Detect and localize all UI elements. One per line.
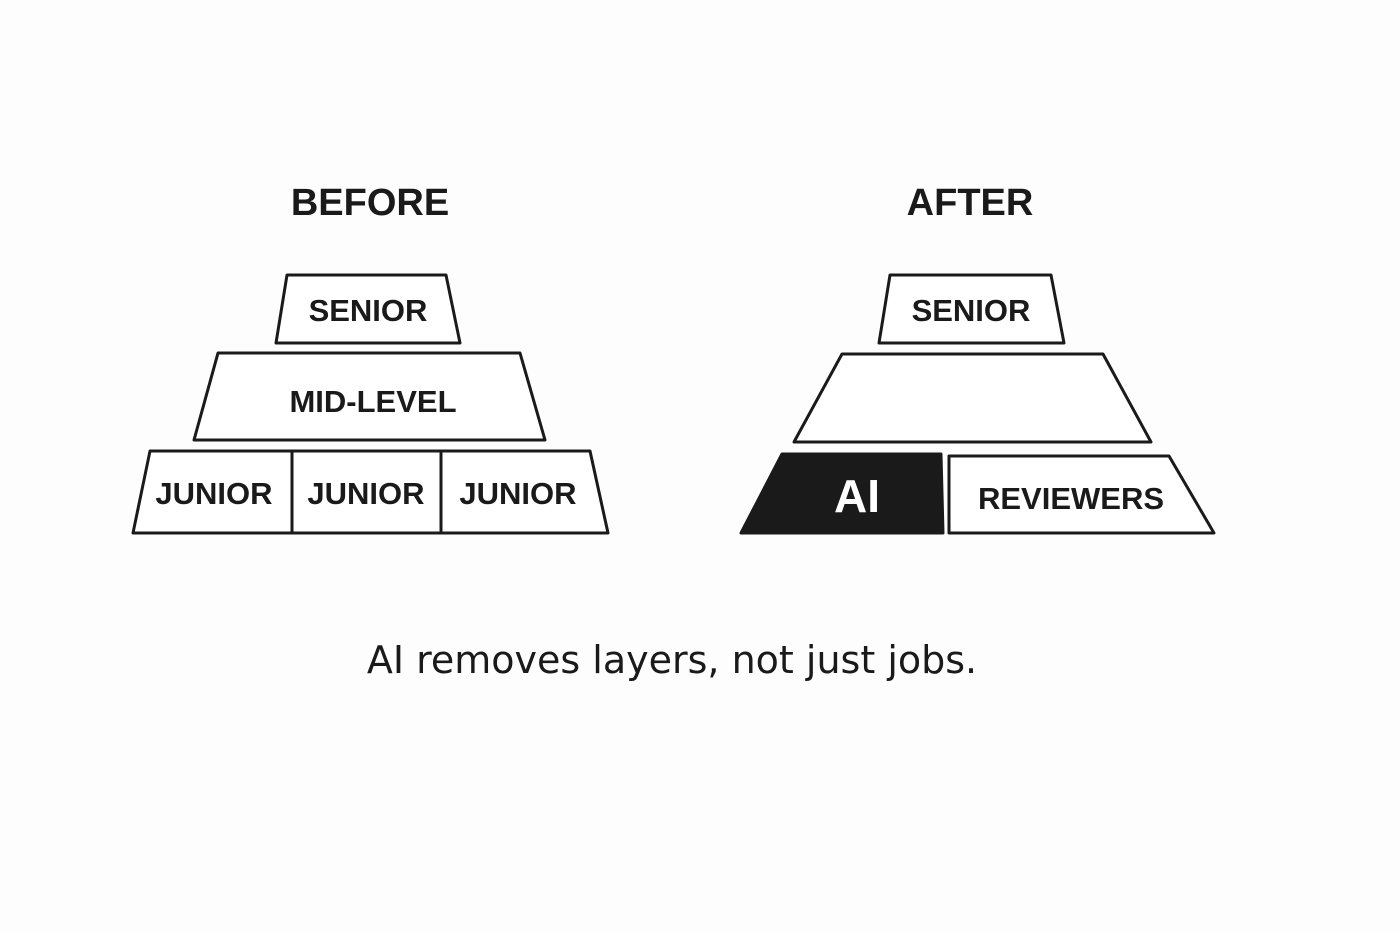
before-senior-label: SENIOR <box>309 293 428 328</box>
caption: AI removes layers, not just jobs. <box>367 638 977 682</box>
after-reviewers-label: REVIEWERS <box>978 481 1164 516</box>
before-heading: BEFORE <box>291 182 449 224</box>
after-heading: AFTER <box>907 182 1034 224</box>
after-pyramid: AFTER SENIOR AI REVIEWERS <box>739 182 1216 535</box>
before-senior-box <box>274 273 462 345</box>
before-mid-level-label: MID-LEVEL <box>289 384 456 419</box>
after-ai-box <box>739 452 945 535</box>
before-junior-box-3 <box>439 449 610 535</box>
after-reviewers-box <box>947 454 1216 535</box>
before-junior-label-1: JUNIOR <box>155 476 272 511</box>
before-pyramid: BEFORE SENIOR MID-LEVEL JUNIOR JUNIOR JU… <box>131 182 610 535</box>
after-mid-level-box-empty <box>792 352 1153 444</box>
after-ai-label: AI <box>834 470 880 522</box>
before-junior-label-2: JUNIOR <box>307 476 424 511</box>
after-senior-box <box>877 273 1066 345</box>
after-senior-label: SENIOR <box>912 293 1031 328</box>
before-junior-label-3: JUNIOR <box>459 476 576 511</box>
before-mid-level-box <box>192 351 547 442</box>
